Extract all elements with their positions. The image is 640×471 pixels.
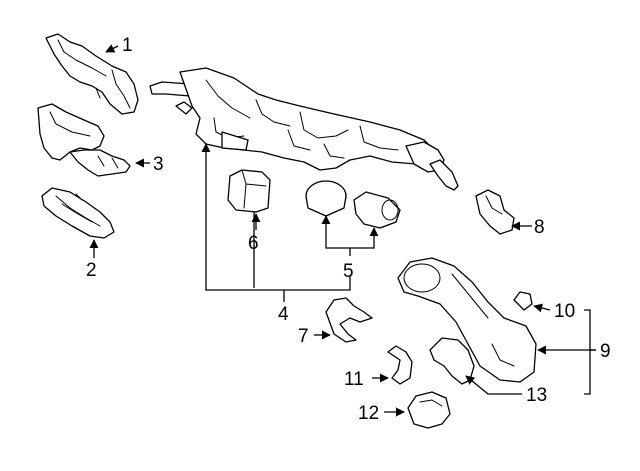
callout-5: 5 [343,261,354,282]
callout-4: 4 [278,304,289,325]
callout-2: 2 [86,260,97,281]
callout-13: 13 [526,385,547,406]
boot-clamp-small [387,345,413,385]
retaining-clip [325,297,373,343]
column-boot [397,257,537,383]
column-bushings [305,180,401,229]
callout-8: 8 [534,217,545,238]
callout-labels: 1 2 3 4 5 6 7 8 9 10 11 12 13 [86,35,611,424]
boot-ring [407,391,451,429]
leader-lines [89,44,596,417]
callout-7: 7 [298,326,309,347]
leader-9-bracket [584,309,591,395]
column-module [227,169,271,213]
callout-10: 10 [554,301,575,322]
column-trim-panel [41,187,115,239]
upper-column-cover [45,33,139,115]
leader-1 [105,44,119,53]
leader-10 [533,303,551,313]
leader-4 [201,143,351,291]
steering-column-assembly [149,67,459,191]
boot-plug [513,291,533,311]
lower-column-cover [37,103,131,177]
callout-9: 9 [600,341,611,362]
callout-6: 6 [248,233,259,254]
intermediate-joint [475,189,515,235]
callout-1: 1 [122,35,133,56]
leader-13 [465,375,522,395]
callout-11: 11 [344,369,364,390]
callout-3: 3 [153,154,164,175]
callout-12: 12 [358,403,379,424]
